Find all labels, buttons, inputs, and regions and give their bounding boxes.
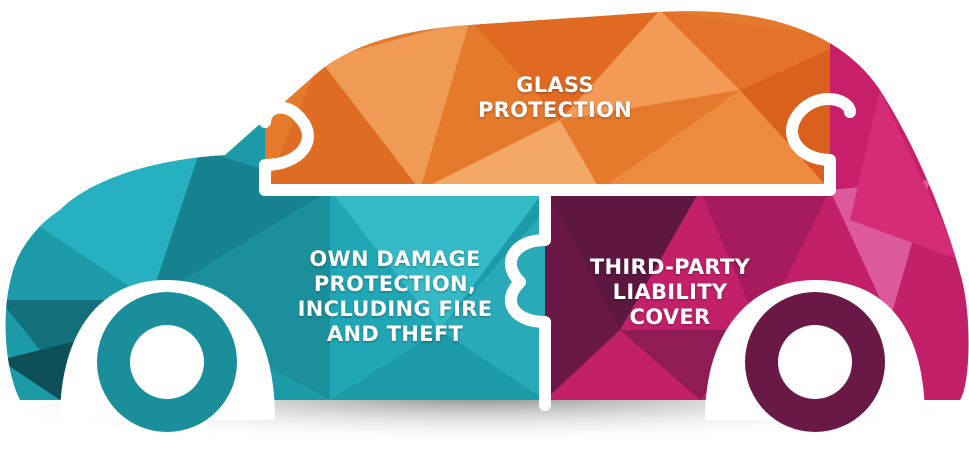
glass-label-line-2: PROTECTION bbox=[477, 98, 633, 122]
third-party-label-line-3: COVER bbox=[629, 305, 711, 329]
third-party-label-line-2: LIABILITY bbox=[612, 280, 728, 304]
wheel-hub bbox=[130, 325, 204, 399]
third-party-liability-label: THIRD-PARTY LIABILITY COVER bbox=[570, 255, 770, 330]
own-damage-protection-label: OWN DAMAGE PROTECTION, INCLUDING FIRE AN… bbox=[270, 247, 520, 347]
glass-protection-label: GLASS PROTECTION bbox=[450, 73, 660, 123]
own-damage-label-line-3: INCLUDING FIRE bbox=[297, 297, 493, 321]
own-damage-label-line-2: PROTECTION, bbox=[313, 272, 477, 296]
third-party-label-line-1: THIRD-PARTY bbox=[589, 255, 751, 279]
wheel-hub bbox=[778, 325, 852, 399]
own-damage-label-line-1: OWN DAMAGE bbox=[309, 247, 481, 271]
puzzle-piece-icon bbox=[259, 93, 856, 411]
glass-label-line-1: GLASS bbox=[516, 73, 594, 97]
own-damage-label-line-4: AND THEFT bbox=[326, 322, 464, 346]
